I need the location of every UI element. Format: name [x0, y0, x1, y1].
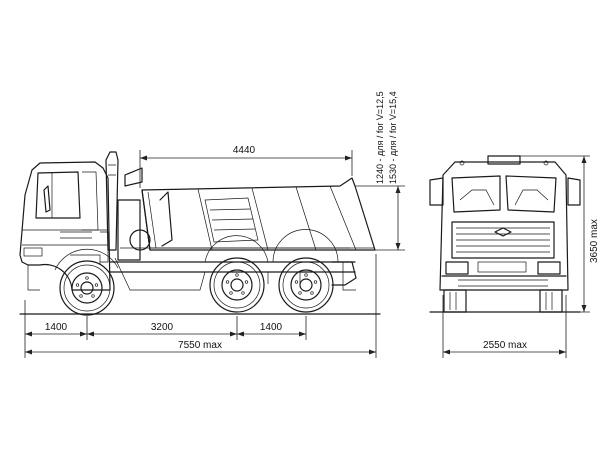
cab — [19, 161, 111, 291]
tipper-body — [141, 177, 376, 251]
exhaust-stack — [105, 151, 143, 251]
dim-body-height: 1240 - для / for V=12,5 1530 - для / for… — [355, 91, 405, 251]
dim-label-overall-height: 3650 max — [589, 219, 600, 263]
front-wheel — [59, 260, 115, 316]
dim-body-length: 4440 — [139, 145, 353, 188]
dim-label-front-overhang: 1400 — [45, 322, 68, 333]
dim-label-axle-spacing: 1400 — [260, 322, 283, 333]
height-note-v12: 1240 - для / for V=12,5 — [375, 91, 385, 184]
height-note-v15: 1530 - для / for V=15,4 — [388, 91, 398, 184]
dim-label-wheelbase: 3200 — [151, 322, 174, 333]
side-view: 4440 1240 - для / for V=12,5 1530 - для … — [19, 91, 405, 358]
rear-wheel-1 — [209, 257, 265, 313]
dim-label-overall-length: 7550 max — [178, 340, 222, 351]
dim-bottom-row: 1400 3200 1400 7550 max — [24, 254, 377, 358]
front-view: 2550 max 3650 max — [429, 155, 600, 358]
chassis — [109, 199, 357, 291]
dim-label-4440: 4440 — [233, 145, 256, 156]
dim-label-overall-width: 2550 max — [483, 340, 527, 351]
dim-width: 2550 max — [442, 295, 567, 358]
rear-wheel-2 — [278, 257, 334, 313]
dim-height: 3650 max — [520, 155, 600, 313]
